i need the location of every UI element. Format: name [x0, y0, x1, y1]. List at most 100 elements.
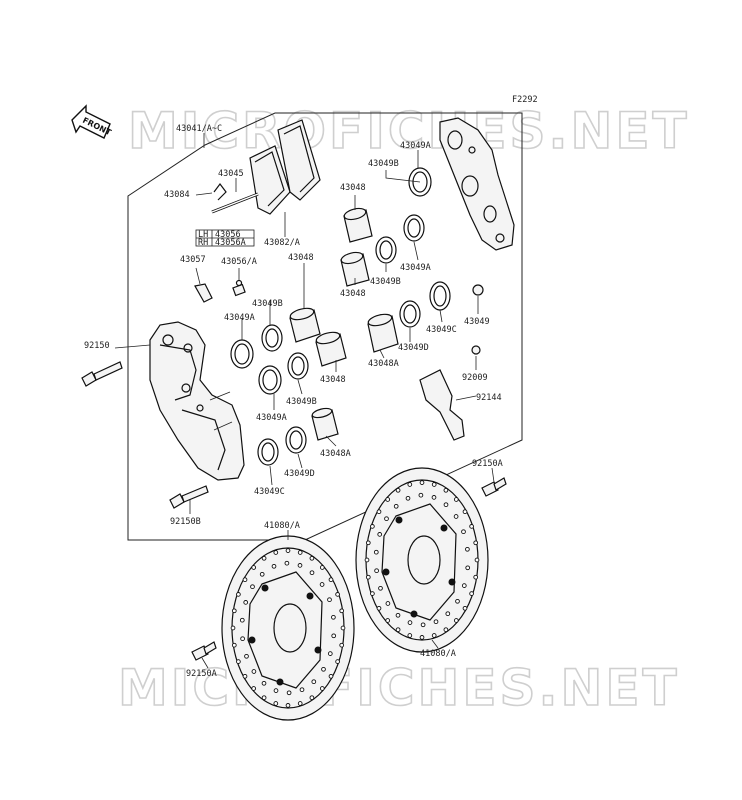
disc-hole [271, 563, 277, 569]
bleed-valve [232, 279, 246, 297]
disc-hole [395, 487, 401, 493]
disc-hole [445, 611, 451, 617]
disc-hole [335, 659, 340, 664]
disc-hole [431, 633, 437, 638]
lh-part: 43056 [215, 230, 241, 240]
disc-hole [465, 565, 471, 571]
disc-hole [273, 701, 279, 706]
label-43049b-lc2: 43049B [286, 397, 317, 407]
pad-spring [419, 369, 465, 441]
disc-hole [284, 560, 290, 566]
label-43049a-mid: 43049A [400, 263, 431, 273]
disc-hole [461, 529, 466, 535]
label-43049b-top: 43049B [368, 159, 399, 169]
label-41080-right: 41080/A [420, 649, 456, 659]
disc-hole [251, 669, 257, 674]
disc-hole [419, 480, 425, 485]
label-92009: 92009 [462, 373, 488, 383]
disc-hole [319, 686, 325, 691]
disc-hole [297, 563, 303, 568]
disc-hole [393, 503, 399, 509]
disc-hole [376, 509, 382, 515]
right-caliper-body [439, 117, 515, 251]
label-43082: 43082/A [264, 238, 300, 248]
label-92144: 92144 [476, 393, 502, 403]
disc-hole [240, 636, 245, 642]
disc-hole [370, 591, 375, 596]
disc-hole [236, 659, 241, 664]
disc-hole [418, 492, 424, 498]
disc-hole [407, 482, 413, 487]
lh-label: LH [198, 230, 208, 240]
label-caliper-assy: 43041/A~C [176, 124, 222, 134]
disc-hole [407, 633, 413, 638]
disc-hole [373, 549, 379, 555]
piston-seals [230, 167, 451, 466]
disc-hole [419, 635, 425, 640]
disc-hole [469, 524, 474, 529]
disc-hole [251, 686, 257, 691]
disc-hole [309, 555, 315, 561]
disc-hole [453, 497, 459, 502]
disc-hole [328, 673, 334, 679]
label-43057: 43057 [180, 255, 206, 265]
disc-hole [395, 627, 401, 633]
disc-hole [297, 701, 303, 706]
disc-hole [461, 583, 467, 588]
disc-hole [319, 582, 325, 587]
label-43048-mid: 43048 [340, 289, 366, 299]
disc-hole [261, 695, 267, 701]
label-43048a-r: 43048A [368, 359, 399, 369]
disc-hole [465, 546, 470, 552]
disc-hole [327, 651, 333, 656]
disc-hole [385, 497, 391, 502]
disc-hole [273, 550, 279, 555]
label-43049b-lc: 43049B [252, 299, 283, 309]
disc-hole [285, 548, 291, 553]
disc-hole [339, 642, 345, 648]
caliper-bolts [81, 284, 484, 509]
disc-hole [231, 642, 237, 648]
label-43049a-lc2: 43049A [256, 413, 287, 423]
disc-hole [462, 605, 468, 611]
disc-hole [405, 495, 411, 501]
disc-hole [443, 502, 449, 508]
disc-hole [309, 695, 315, 701]
label-43045: 43045 [218, 169, 244, 179]
disc-hole [339, 608, 345, 614]
disc-hole [385, 601, 391, 606]
brake-pads [249, 119, 321, 215]
label-43049a-top: 43049A [400, 141, 431, 151]
disc-hole [244, 653, 249, 659]
label-43048-lc: 43048 [288, 253, 314, 263]
label-92150: 92150 [84, 341, 110, 351]
disc-hole [395, 612, 401, 618]
disc-hole [230, 625, 236, 631]
disc-hole [433, 619, 439, 625]
disc-hole [321, 666, 326, 672]
disc-hole [453, 618, 459, 623]
label-92150a-r: 92150A [472, 459, 503, 469]
valve-cap [194, 283, 213, 303]
disc-hole [242, 577, 248, 583]
label-43049d-lc: 43049D [284, 469, 315, 479]
leader-lines [114, 133, 495, 669]
disc-hole [259, 571, 265, 577]
label-43049b-mid: 43049B [370, 277, 401, 287]
part-labels: 43041/A~C 43084 43045 LH 43056 RH 43056A… [84, 124, 503, 679]
watermark-bottom: MICROFICHES.NET [118, 659, 680, 717]
label-43049d-r: 43049D [398, 343, 429, 353]
disc-hole [251, 565, 257, 570]
disc-hole [365, 540, 371, 546]
disc-hole [327, 597, 332, 603]
pin-clip [213, 183, 227, 201]
front-arrow-icon: FRONT [71, 104, 113, 139]
disc-hole [420, 622, 426, 628]
disc-hole [377, 532, 383, 537]
disc-hole [331, 633, 337, 639]
disc-hole [462, 509, 468, 515]
label-43048-top: 43048 [340, 183, 366, 193]
disc-hole [374, 568, 379, 574]
disc-hole [250, 584, 255, 590]
